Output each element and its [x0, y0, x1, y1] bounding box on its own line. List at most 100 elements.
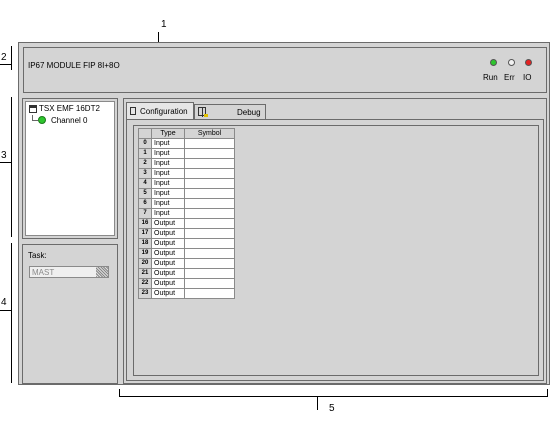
- tree-channel-label[interactable]: Channel 0: [51, 116, 88, 125]
- row-index: 3: [138, 168, 152, 179]
- run-led-icon: [490, 59, 497, 66]
- row-type: Output: [151, 248, 185, 259]
- row-index: 17: [138, 228, 152, 239]
- callout-2-tick: [0, 64, 11, 65]
- row-type: Output: [151, 278, 185, 289]
- row-type: Input: [151, 208, 185, 219]
- row-index: 16: [138, 218, 152, 229]
- row-symbol[interactable]: [184, 268, 235, 279]
- callout-5-tick: [317, 396, 318, 410]
- row-index: 2: [138, 158, 152, 169]
- tree-connector: [32, 115, 33, 121]
- row-index: 22: [138, 278, 152, 289]
- row-type: Output: [151, 218, 185, 229]
- row-symbol[interactable]: [184, 158, 235, 169]
- row-symbol[interactable]: [184, 168, 235, 179]
- tab-configuration[interactable]: Configuration: [126, 102, 194, 119]
- row-symbol[interactable]: [184, 258, 235, 269]
- err-label: Err: [504, 73, 515, 82]
- task-select[interactable]: MAST: [29, 266, 109, 278]
- row-index: 1: [138, 148, 152, 159]
- row-symbol[interactable]: [184, 238, 235, 249]
- column-header-symbol[interactable]: Symbol: [184, 128, 235, 139]
- callout-3-bracket: [11, 97, 12, 237]
- callout-4-tick: [0, 310, 11, 311]
- column-header-type[interactable]: Type: [151, 128, 185, 139]
- task-panel: Task: MAST: [22, 244, 118, 384]
- module-header: IP67 MODULE FIP 8I+8O Run Err IO: [23, 47, 547, 93]
- tree-connector-h: [32, 120, 38, 121]
- row-index: 19: [138, 248, 152, 259]
- row-index: 4: [138, 178, 152, 189]
- row-symbol[interactable]: [184, 148, 235, 159]
- callout-1: 1: [161, 19, 167, 30]
- task-label: Task:: [28, 251, 47, 260]
- table-header-row: Type Symbol: [138, 128, 235, 139]
- row-index: 5: [138, 188, 152, 199]
- tree-module-label[interactable]: TSX EMF 16DT2: [39, 104, 100, 113]
- channel-status-icon: [38, 116, 46, 124]
- io-label: IO: [523, 73, 532, 82]
- err-led-icon: [508, 59, 515, 66]
- row-symbol[interactable]: [184, 228, 235, 239]
- row-type: Output: [151, 288, 185, 299]
- row-index: 7: [138, 208, 152, 219]
- row-symbol[interactable]: [184, 248, 235, 259]
- callout-5-bracket-right: [547, 389, 548, 397]
- tree-view: TSX EMF 16DT2 Channel 0: [25, 101, 115, 236]
- tab-configuration-label: Configuration: [140, 107, 188, 116]
- callout-5-bracket-left: [119, 389, 120, 397]
- row-index: 6: [138, 198, 152, 209]
- row-type: Input: [151, 158, 185, 169]
- callout-5: 5: [329, 403, 335, 414]
- row-symbol[interactable]: [184, 178, 235, 189]
- tab-debug-label: Debug: [237, 108, 261, 117]
- callout-2-bracket: [11, 46, 12, 70]
- row-symbol[interactable]: [184, 198, 235, 209]
- row-type: Input: [151, 178, 185, 189]
- row-index: 20: [138, 258, 152, 269]
- module-icon: [29, 105, 37, 113]
- row-index: 23: [138, 288, 152, 299]
- row-symbol[interactable]: [184, 188, 235, 199]
- row-symbol[interactable]: [184, 288, 235, 299]
- callout-4: 4: [1, 297, 7, 308]
- configuration-content-frame: [133, 125, 539, 376]
- dropdown-icon[interactable]: [96, 267, 108, 277]
- tab-debug[interactable]: Debug: [194, 104, 266, 119]
- row-symbol[interactable]: [184, 208, 235, 219]
- io-led-icon: [525, 59, 532, 66]
- tree-panel: TSX EMF 16DT2 Channel 0: [22, 98, 118, 239]
- callout-3-tick: [0, 162, 11, 163]
- row-type: Input: [151, 188, 185, 199]
- callout-5-bracket: [119, 396, 548, 397]
- row-type: Input: [151, 138, 185, 149]
- row-symbol[interactable]: [184, 218, 235, 229]
- row-symbol[interactable]: [184, 138, 235, 149]
- run-label: Run: [483, 73, 498, 82]
- configuration-icon: [130, 107, 136, 115]
- row-symbol[interactable]: [184, 278, 235, 289]
- row-type: Input: [151, 168, 185, 179]
- table-corner: [138, 128, 152, 139]
- callout-3: 3: [1, 150, 7, 161]
- module-title: IP67 MODULE FIP 8I+8O: [28, 61, 120, 70]
- row-type: Output: [151, 228, 185, 239]
